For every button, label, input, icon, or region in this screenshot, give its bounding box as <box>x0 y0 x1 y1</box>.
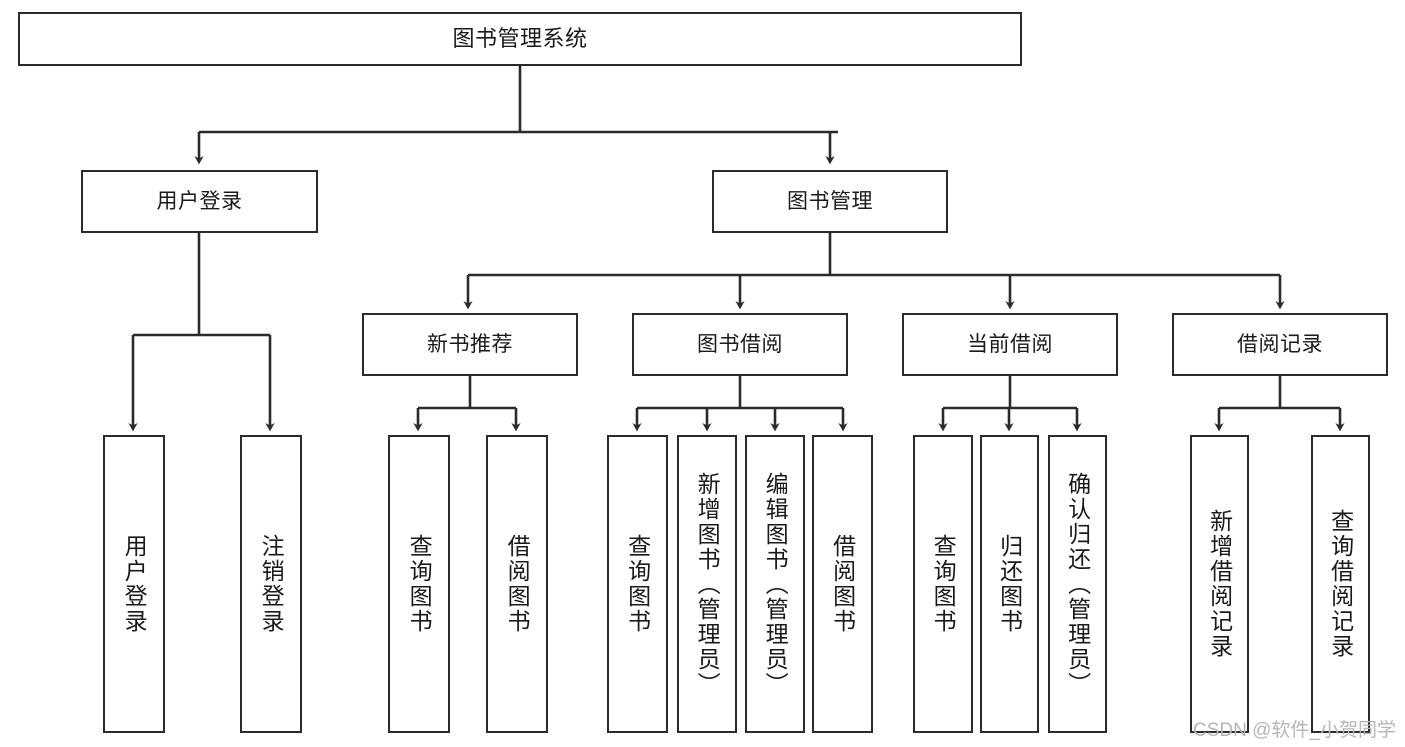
node-leaf-add-book[interactable]: 新增图书（管理员） <box>677 435 737 733</box>
node-leaf-borrow-book-2-label: 借阅图书 <box>829 534 856 634</box>
node-current-borrow-label: 当前借阅 <box>967 332 1053 356</box>
node-book-manage-label: 图书管理 <box>787 189 873 213</box>
node-leaf-edit-book[interactable]: 编辑图书（管理员） <box>745 435 805 733</box>
node-leaf-borrow-book-1-label: 借阅图书 <box>504 534 531 634</box>
node-leaf-query-record-label: 查询借阅记录 <box>1327 509 1354 659</box>
node-leaf-return-book[interactable]: 归还图书 <box>980 435 1039 733</box>
node-book-borrow[interactable]: 图书借阅 <box>632 313 848 376</box>
node-user-login[interactable]: 用户登录 <box>81 170 318 233</box>
node-borrow-record-label: 借阅记录 <box>1237 332 1323 356</box>
node-leaf-query-book-2[interactable]: 查询图书 <box>607 435 668 733</box>
node-leaf-query-record[interactable]: 查询借阅记录 <box>1311 435 1370 733</box>
node-leaf-query-book-1-label: 查询图书 <box>406 534 433 634</box>
node-leaf-user-login[interactable]: 用户登录 <box>103 435 165 733</box>
node-user-login-label: 用户登录 <box>156 189 243 213</box>
node-leaf-logout-label: 注销登录 <box>258 534 285 634</box>
node-leaf-add-record-label: 新增借阅记录 <box>1206 509 1233 659</box>
node-borrow-record[interactable]: 借阅记录 <box>1172 313 1388 376</box>
node-leaf-logout[interactable]: 注销登录 <box>240 435 302 733</box>
node-leaf-edit-book-label: 编辑图书（管理员） <box>762 471 789 697</box>
node-leaf-borrow-book-1[interactable]: 借阅图书 <box>486 435 548 733</box>
node-leaf-query-book-3[interactable]: 查询图书 <box>913 435 973 733</box>
node-new-book-recommend[interactable]: 新书推荐 <box>362 313 578 376</box>
node-leaf-add-book-label: 新增图书（管理员） <box>694 471 721 697</box>
node-leaf-user-login-label: 用户登录 <box>121 534 148 634</box>
node-leaf-confirm-return[interactable]: 确认归还（管理员） <box>1048 435 1107 733</box>
node-root-system-label: 图书管理系统 <box>452 25 588 51</box>
node-leaf-return-book-label: 归还图书 <box>996 534 1023 634</box>
node-book-manage[interactable]: 图书管理 <box>712 170 948 233</box>
node-leaf-query-book-1[interactable]: 查询图书 <box>388 435 450 733</box>
node-book-borrow-label: 图书借阅 <box>697 332 783 356</box>
node-leaf-add-record[interactable]: 新增借阅记录 <box>1190 435 1249 733</box>
node-root-system[interactable]: 图书管理系统 <box>18 12 1022 66</box>
node-leaf-borrow-book-2[interactable]: 借阅图书 <box>812 435 873 733</box>
node-current-borrow[interactable]: 当前借阅 <box>902 313 1118 376</box>
node-leaf-query-book-3-label: 查询图书 <box>930 534 957 634</box>
node-new-book-recommend-label: 新书推荐 <box>427 332 513 356</box>
node-leaf-query-book-2-label: 查询图书 <box>624 534 651 634</box>
node-leaf-confirm-return-label: 确认归还（管理员） <box>1064 471 1091 697</box>
